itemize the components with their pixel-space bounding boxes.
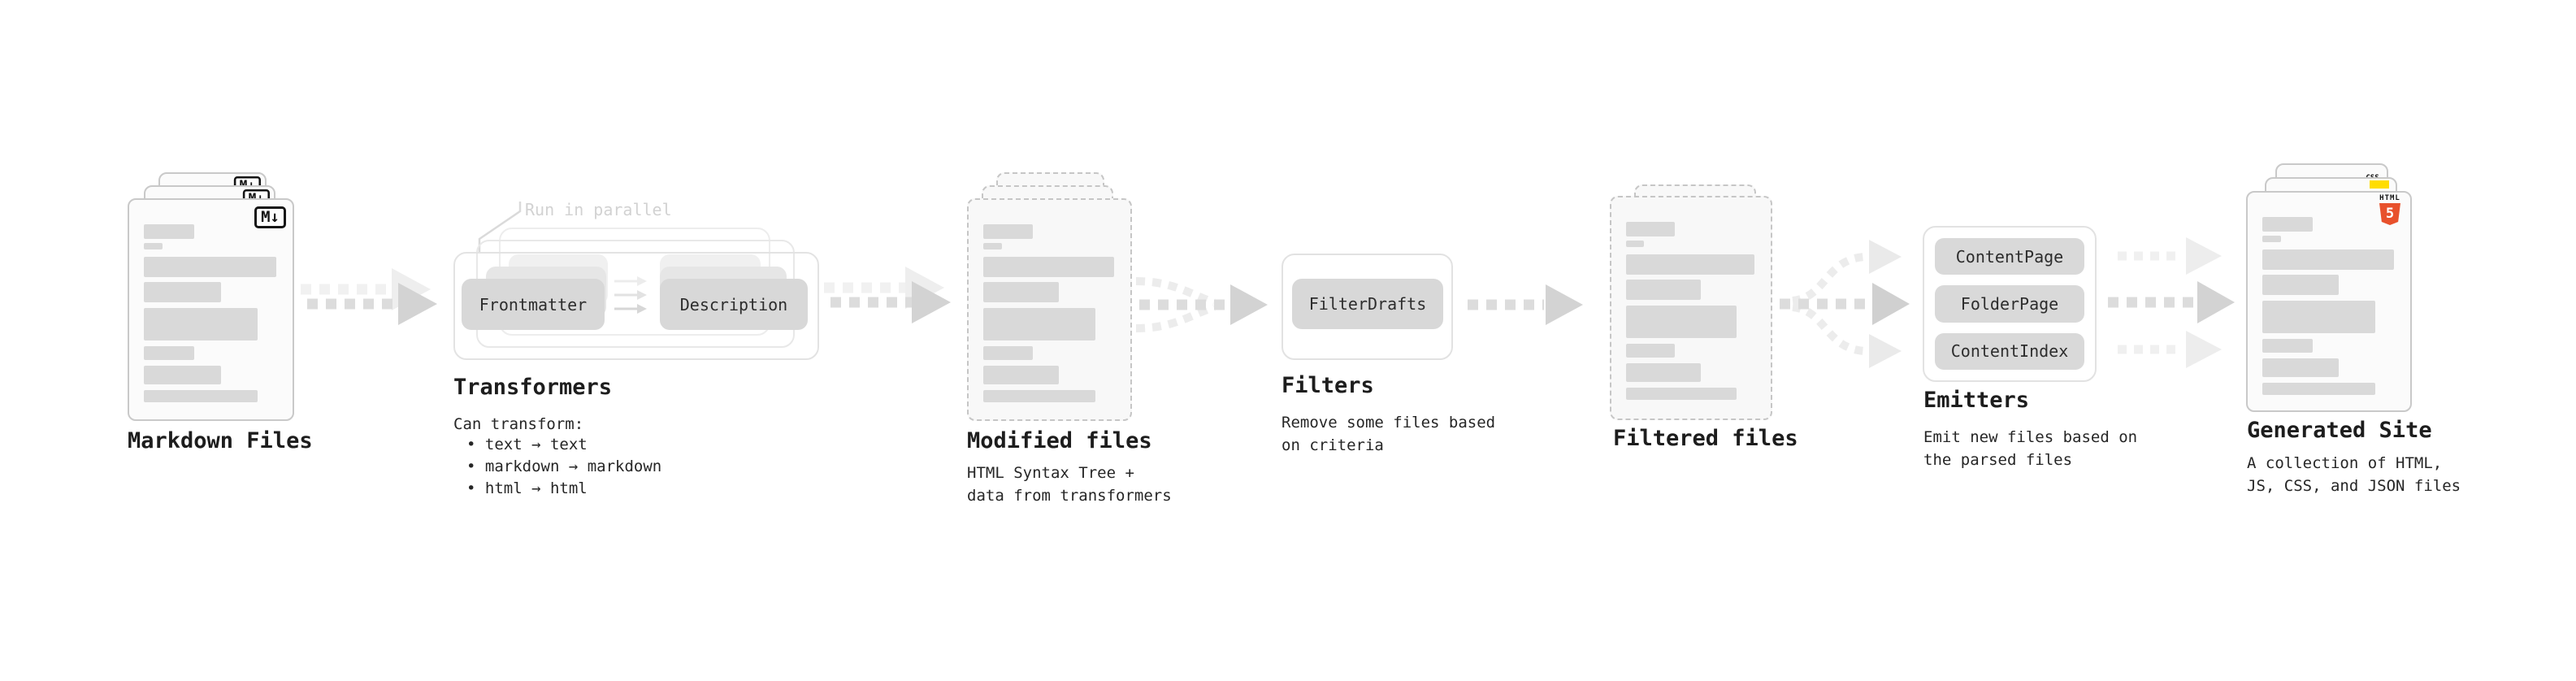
doc-text-bar xyxy=(2262,249,2394,270)
filters-description: Remove some files based on criteria xyxy=(1281,414,1496,454)
arrow-markdown-to-transformers xyxy=(301,268,437,325)
doc-text-bar xyxy=(1626,363,1701,382)
generated-file-card-html: HTML 5 xyxy=(2246,191,2412,412)
stage-title-markdown-files: Markdown Files xyxy=(128,428,313,453)
doc-text-bar xyxy=(2262,358,2339,377)
doc-text-bar xyxy=(983,282,1060,302)
run-in-parallel-note: Run in parallel xyxy=(525,200,672,219)
doc-text-bar xyxy=(144,390,258,402)
doc-text-bar xyxy=(144,243,163,249)
doc-text-bar xyxy=(144,257,276,277)
doc-text-bar xyxy=(983,346,1034,360)
doc-text-bar xyxy=(2262,383,2376,395)
html5-icon: HTML 5 xyxy=(2378,194,2402,225)
doc-text-bar xyxy=(1626,306,1737,338)
stage-title-generated-site: Generated Site xyxy=(2247,418,2432,443)
arrow-modified-to-filters xyxy=(1135,277,1268,332)
arrow-emitters-to-generated xyxy=(2108,237,2235,368)
emitters-container: ContentPage FolderPage ContentIndex xyxy=(1923,226,2097,382)
generated-site-description: A collection of HTML, JS, CSS, and JSON … xyxy=(2247,454,2461,495)
doc-text-bar xyxy=(983,257,1114,277)
arrow-filters-to-filtered xyxy=(1468,284,1583,325)
doc-text-bar xyxy=(1626,222,1676,236)
doc-text-bar xyxy=(2262,339,2313,353)
emitter-pill-folderpage: FolderPage xyxy=(1935,285,2084,323)
doc-text-bar xyxy=(983,224,1034,239)
doc-text-bar xyxy=(144,224,194,239)
doc-text-bar xyxy=(983,390,1096,402)
modified-files-description: HTML Syntax Tree + data from transformer… xyxy=(967,464,1172,505)
arrow-filtered-to-emitters xyxy=(1780,240,1910,368)
doc-text-placeholder xyxy=(144,224,276,402)
doc-text-bar xyxy=(144,366,221,384)
emitter-pill-contentindex: ContentIndex xyxy=(1935,332,2084,370)
javascript-icon xyxy=(2370,180,2389,189)
doc-text-placeholder xyxy=(2262,217,2394,395)
doc-text-bar xyxy=(144,282,221,302)
doc-text-bar xyxy=(144,308,258,340)
filter-pill-filterdrafts: FilterDrafts xyxy=(1292,279,1443,329)
doc-text-bar xyxy=(1626,280,1701,300)
stage-title-emitters: Emitters xyxy=(1923,388,2030,413)
doc-text-placeholder xyxy=(983,224,1114,402)
markdown-icon: M↓ xyxy=(254,206,286,228)
bullet-item: html → html xyxy=(455,478,661,500)
transformer-pill-frontmatter: Frontmatter xyxy=(462,279,605,330)
bullet-item: text → text xyxy=(455,434,661,456)
doc-text-bar xyxy=(983,243,1002,249)
doc-text-bar xyxy=(2262,217,2313,232)
markdown-file-card-front: M↓ xyxy=(128,198,294,421)
filtered-file-card-front xyxy=(1610,196,1772,420)
emitter-pill-contentpage: ContentPage xyxy=(1935,238,2084,275)
doc-text-bar xyxy=(1626,241,1645,247)
transformers-heading: Can transform: xyxy=(453,415,584,433)
transformers-bullet-list: text → text markdown → markdown html → h… xyxy=(455,434,661,500)
stage-title-transformers: Transformers xyxy=(453,375,613,400)
bullet-item: markdown → markdown xyxy=(455,456,661,478)
stage-title-modified-files: Modified files xyxy=(967,428,1152,453)
doc-text-bar xyxy=(1626,388,1737,400)
doc-text-bar xyxy=(2262,236,2281,242)
stage-title-filters: Filters xyxy=(1281,373,1374,398)
arrow-transformers-to-modified xyxy=(824,267,951,323)
emitters-description: Emit new files based on the parsed files xyxy=(1923,428,2138,469)
doc-text-placeholder xyxy=(1626,222,1754,400)
doc-text-bar xyxy=(983,308,1096,340)
modified-file-card-front xyxy=(967,198,1132,421)
doc-text-bar xyxy=(2262,301,2376,333)
doc-text-bar xyxy=(144,346,194,360)
doc-text-bar xyxy=(2262,275,2339,295)
transformer-pill-description: Description xyxy=(660,279,808,330)
doc-text-bar xyxy=(983,366,1060,384)
doc-text-bar xyxy=(1626,254,1754,275)
transformer-container-front xyxy=(453,252,819,360)
doc-text-bar xyxy=(1626,344,1676,358)
stage-title-filtered-files: Filtered files xyxy=(1613,426,1798,451)
